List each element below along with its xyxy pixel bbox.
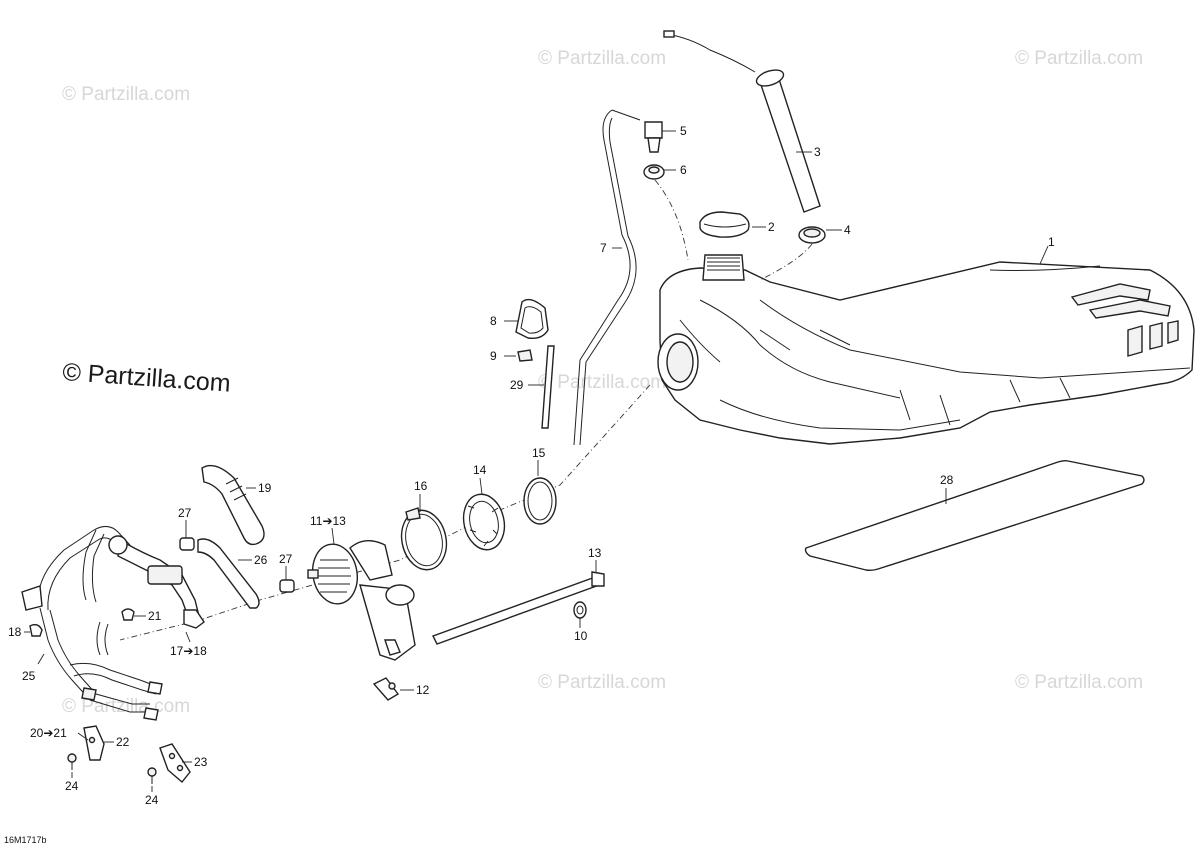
callout-28: 28	[940, 473, 954, 487]
gasket	[515, 298, 549, 340]
watermark: © Partzilla.com	[62, 696, 190, 717]
sender-rod	[432, 571, 605, 645]
callout-4: 4	[844, 223, 851, 237]
tube	[541, 345, 555, 429]
vent-hose	[573, 109, 641, 446]
watermark: © Partzilla.com	[1015, 48, 1143, 69]
callout-14: 14	[473, 463, 487, 477]
callout-24: 24	[65, 779, 79, 793]
callout-25: 25	[22, 669, 36, 683]
leader-lines	[24, 130, 1049, 792]
watermark: © Partzilla.com	[538, 672, 666, 693]
callout-7: 7	[600, 241, 607, 255]
callout-12: 12	[416, 683, 430, 697]
callout-19: 19	[258, 481, 272, 495]
bracket	[83, 725, 191, 784]
assembly-line	[759, 243, 813, 281]
callout-5: 5	[680, 124, 687, 138]
grommet	[643, 164, 665, 180]
fuel-tank	[657, 254, 1195, 445]
callout-16: 16	[414, 479, 428, 493]
hose-clip	[29, 623, 43, 637]
watermark: © Partzilla.com	[538, 372, 666, 393]
callout-22: 22	[116, 735, 130, 749]
fuel-pump-module	[307, 540, 416, 661]
assembly-line	[654, 179, 689, 261]
fuel-cap	[699, 211, 750, 238]
callout-labels: 1 2 3 4 5 6 7 8 9 29 15 14 16 11➔13 13 1…	[8, 124, 1055, 807]
callout-1: 1	[1048, 235, 1055, 249]
vent-fitting	[644, 121, 663, 153]
hose-clip	[121, 608, 135, 621]
drawing-code: 16M1717b	[4, 835, 47, 845]
o-ring	[523, 477, 557, 525]
screw	[67, 753, 157, 784]
watermark: © Partzilla.com	[62, 84, 190, 105]
callout-17-18: 17➔18	[170, 644, 207, 658]
callout-8: 8	[490, 314, 497, 328]
callout-26: 26	[254, 553, 268, 567]
callout-27: 27	[178, 506, 192, 520]
clip	[517, 349, 533, 362]
watermark: © Partzilla.com	[538, 48, 666, 69]
callout-6: 6	[680, 163, 687, 177]
hose-clamp	[179, 537, 295, 593]
callout-3: 3	[814, 145, 821, 159]
callout-9: 9	[490, 349, 497, 363]
callout-10: 10	[574, 629, 588, 643]
callout-20-21: 20➔21	[30, 726, 67, 740]
sender-nut	[798, 226, 826, 244]
fuel-level-sender	[663, 30, 821, 213]
callout-11-13: 11➔13	[310, 514, 346, 528]
fuel-hose	[197, 538, 260, 609]
watermark: © Partzilla.com	[1015, 672, 1143, 693]
hose-assembly	[21, 526, 205, 721]
watermark-layer: © Partzilla.com © Partzilla.com © Partzi…	[62, 48, 1143, 717]
clamp	[400, 507, 448, 571]
locking-ring	[462, 493, 506, 551]
large-watermark: © Partzilla.com	[62, 358, 232, 398]
callout-2: 2	[768, 220, 775, 234]
callout-24: 24	[145, 793, 159, 807]
callout-27: 27	[279, 552, 293, 566]
callout-23: 23	[194, 755, 208, 769]
heat-shield-pad	[804, 459, 1145, 572]
pump-bracket	[372, 677, 400, 701]
elbow-hose	[201, 464, 265, 546]
washer	[573, 601, 587, 619]
callout-21: 21	[148, 609, 162, 623]
callout-18: 18	[8, 625, 22, 639]
callout-29: 29	[510, 378, 524, 392]
callout-13: 13	[588, 546, 602, 560]
callout-15: 15	[532, 446, 546, 460]
